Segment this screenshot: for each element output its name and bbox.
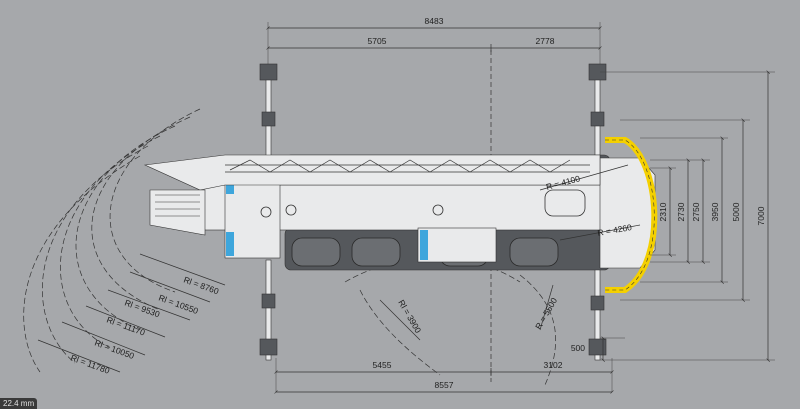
dim-bottom-total: 8557 xyxy=(435,380,454,390)
dim-right-3950: 3950 xyxy=(710,202,720,221)
outrigger-pad-left-bottom xyxy=(259,338,278,356)
outriggers xyxy=(259,63,607,361)
boom-swing-radii: Rl = 8760 Rl = 10550 Rl = 9530 Rl = 1117… xyxy=(23,108,226,376)
dim-right-7000: 7000 xyxy=(756,206,766,225)
superstructure-cab xyxy=(224,179,281,259)
scale-readout: 22.4 mm xyxy=(0,398,38,409)
cab-window-bottom xyxy=(226,232,234,256)
radius-label-8760: Rl = 8760 xyxy=(182,274,220,296)
outrigger-pad-left-top xyxy=(259,63,278,81)
dim-right-2310: 2310 xyxy=(658,202,668,221)
top-dimensions: 8483 5705 2778 xyxy=(268,16,600,66)
dim-right-5000: 5000 xyxy=(731,202,741,221)
dim-top-total: 8483 xyxy=(425,16,444,26)
dim-top-left: 5705 xyxy=(368,36,387,46)
right-dimensions: 7000 5000 3950 2750 2730 2310 500 xyxy=(571,72,775,360)
cab-window-top xyxy=(226,182,234,194)
bottom-dimensions: 5455 3102 8557 xyxy=(276,358,612,392)
radius-label-11170: Rl = 11170 xyxy=(105,314,146,337)
dim-right-2730: 2730 xyxy=(676,202,686,221)
radius-label-5500: R = 5500 xyxy=(533,296,559,331)
dim-right-2750: 2750 xyxy=(691,202,701,221)
dim-bottom-right: 3102 xyxy=(544,360,563,370)
radius-label-9530: Rl = 9530 xyxy=(123,297,161,319)
driver-cab-window xyxy=(420,230,428,260)
dim-top-right: 2778 xyxy=(536,36,555,46)
radius-label-10050: Rl = 10050 xyxy=(93,337,136,361)
outrigger-pad-right-bottom xyxy=(588,338,607,356)
dim-outrigger-500: 500 xyxy=(571,343,585,353)
telescopic-boom xyxy=(143,154,601,236)
dim-bottom-left: 5455 xyxy=(373,360,392,370)
radius-label-11780: Rl = 11780 xyxy=(69,352,111,375)
